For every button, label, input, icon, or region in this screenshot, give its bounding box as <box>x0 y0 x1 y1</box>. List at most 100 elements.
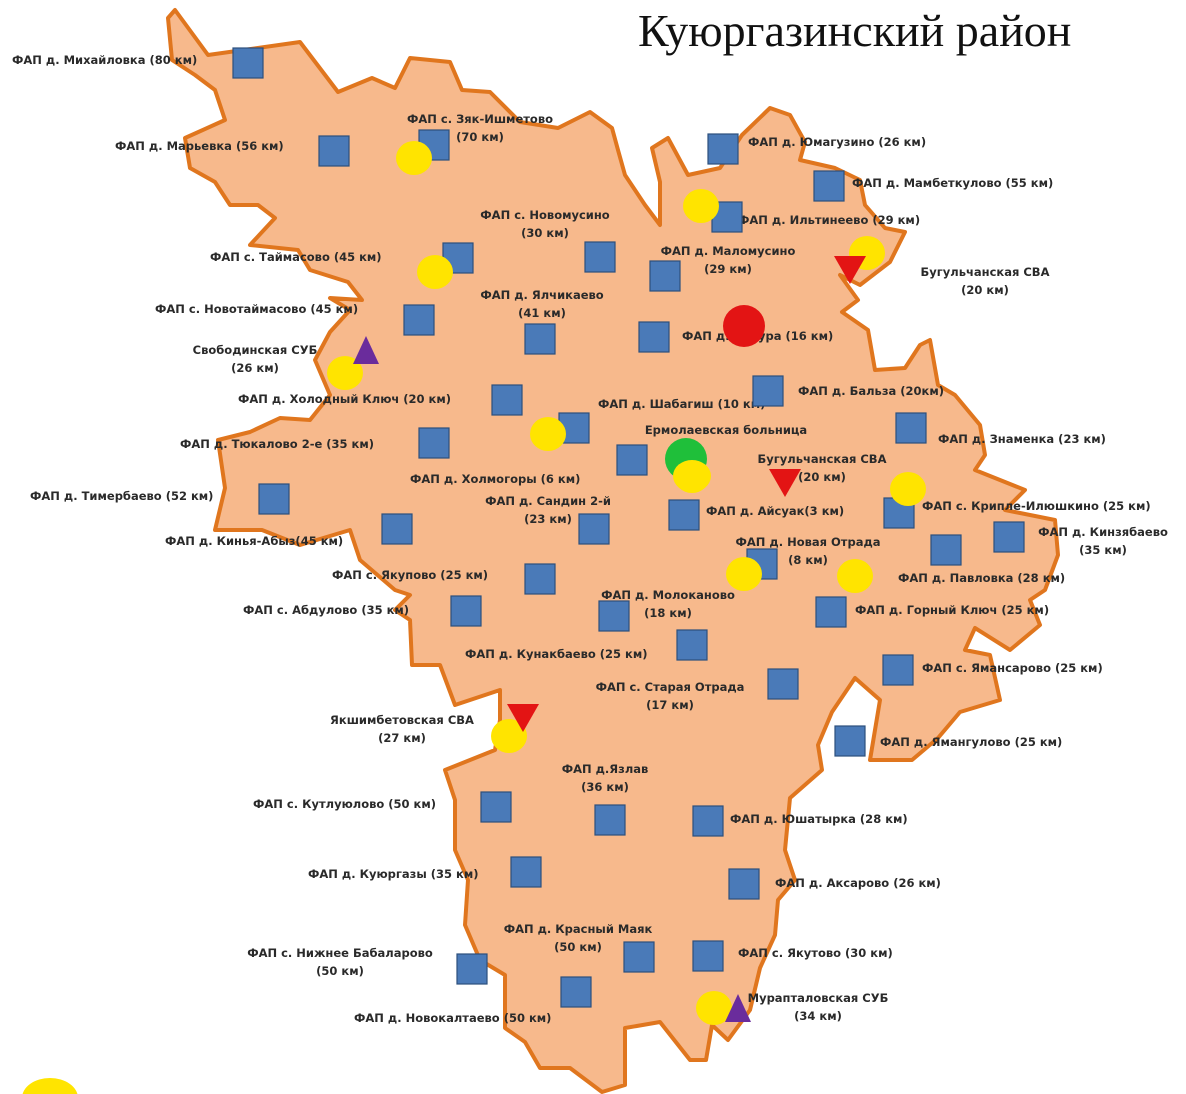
settlement-label: ФАП д.Язлав <box>562 762 649 776</box>
settlement-label: ФАП с. Нижнее Бабаларово <box>247 946 433 960</box>
settlement-label: ФАП д. Сандин 2-й <box>485 494 611 508</box>
settlement-label: ФАП с. Новотаймасово (45 км) <box>155 302 358 316</box>
settlement-label: (29 км) <box>704 262 752 276</box>
fap-square-icon <box>232 47 264 79</box>
settlement-label: ФАП д. Красный Маяк <box>504 922 653 936</box>
settlement-label: ФАП д. Холодный Ключ (20 км) <box>238 392 451 406</box>
settlement-label: (70 км) <box>456 130 504 144</box>
settlement-label: (20 км) <box>961 283 1009 297</box>
settlement-label: ФАП д. Кинзябаево <box>1038 525 1168 539</box>
settlement-label: ФАП д. Юшатырка (28 км) <box>730 812 908 826</box>
fap-square-icon <box>767 668 799 700</box>
settlement-label: ФАП с. Старая Отрада <box>596 680 745 694</box>
fap-square-icon <box>638 321 670 353</box>
settlement-label: ФАП с. Ямансарово (25 км) <box>922 661 1103 675</box>
settlement-label: ФАП д. Тимербаево (52 км) <box>30 489 213 503</box>
settlement-label: (41 км) <box>518 306 566 320</box>
yellow-circle-icon <box>491 719 527 753</box>
settlement-label: (18 км) <box>644 606 692 620</box>
fap-square-icon <box>578 513 610 545</box>
facility-markers <box>22 47 1025 1094</box>
settlement-label: Бугульчанская СВА <box>921 265 1050 279</box>
settlement-label: ФАП д. Холмогоры (6 км) <box>410 472 580 486</box>
fap-square-icon <box>882 654 914 686</box>
settlement-label: ФАП с. Таймасово (45 км) <box>210 250 382 264</box>
settlement-label: ФАП д. Михайловка (80 км) <box>12 53 197 67</box>
settlement-label: ФАП с. Зяк-Ишметово <box>407 112 553 126</box>
settlement-label: ФАП д. Ялчикаево <box>480 288 603 302</box>
settlement-label: ФАП д. Павловка (28 км) <box>898 571 1065 585</box>
fap-square-icon <box>752 375 784 407</box>
settlement-label: ФАП д. Аксарово (26 км) <box>775 876 941 890</box>
settlement-label: ФАП с. Крипле-Илюшкино (25 км) <box>922 499 1151 513</box>
fap-square-icon <box>676 629 708 661</box>
fap-square-icon <box>418 427 450 459</box>
settlement-label: ФАП д. Горный Ключ (25 км) <box>855 603 1049 617</box>
settlement-label: ФАП д. Юмагузино (26 км) <box>748 135 926 149</box>
settlement-label: ФАП д. Знаменка (23 км) <box>938 432 1106 446</box>
fap-square-icon <box>318 135 350 167</box>
red-triangle-down-icon <box>507 704 539 732</box>
settlement-label: (35 км) <box>1079 543 1127 557</box>
fap-square-icon <box>649 260 681 292</box>
settlement-label: Бугульчанская СВА <box>758 452 887 466</box>
fap-square-icon <box>560 976 592 1008</box>
settlement-label: ФАП д. Новая Отрада <box>735 535 880 549</box>
settlement-label: (23 км) <box>524 512 572 526</box>
settlement-label: (17 км) <box>646 698 694 712</box>
settlement-label: (50 км) <box>316 964 364 978</box>
fap-square-icon <box>584 241 616 273</box>
fap-square-icon <box>258 483 290 515</box>
settlement-label: Мурапталовская СУБ <box>748 991 889 1005</box>
fap-square-icon <box>456 953 488 985</box>
settlement-label: ФАП с. Абдулово (35 км) <box>243 603 409 617</box>
fap-square-icon <box>524 323 556 355</box>
settlement-label: ФАП д. Кинья-Абыз(45 км) <box>165 534 343 548</box>
settlement-label: ФАП д. Тюкалово 2-е (35 км) <box>180 437 374 451</box>
fap-square-icon <box>834 725 866 757</box>
settlement-label: ФАП с. Кутлуюлово (50 км) <box>253 797 436 811</box>
fap-square-icon <box>480 791 512 823</box>
yellow-circle-icon <box>673 460 711 492</box>
settlement-label: ФАП д. Маломусино <box>661 244 796 258</box>
settlement-label: ФАП д. Ямангулово (25 км) <box>880 735 1062 749</box>
fap-square-icon <box>403 304 435 336</box>
fap-square-icon <box>692 940 724 972</box>
fap-square-icon <box>510 856 542 888</box>
fap-square-icon <box>895 412 927 444</box>
settlement-label: (34 км) <box>794 1009 842 1023</box>
yellow-circle-icon <box>530 417 566 451</box>
settlement-label: (36 км) <box>581 780 629 794</box>
settlement-label: ФАП д. Ильтинеево (29 км) <box>738 213 920 227</box>
yellow-circle-icon <box>327 356 363 390</box>
fap-square-icon <box>930 534 962 566</box>
settlement-label: ФАП с. Якутово (30 км) <box>738 946 893 960</box>
fap-square-icon <box>598 600 630 632</box>
settlement-label: Ермолаевская больница <box>645 423 807 437</box>
fap-square-icon <box>993 521 1025 553</box>
settlement-label: ФАП д. Молоканово <box>601 588 735 602</box>
settlement-label: ФАП д. Марьевка (56 км) <box>115 139 284 153</box>
fap-square-icon <box>491 384 523 416</box>
settlement-label: (27 км) <box>378 731 426 745</box>
fap-square-icon <box>594 804 626 836</box>
yellow-circle-icon <box>696 991 732 1025</box>
fap-square-icon <box>616 444 648 476</box>
yellow-circle-icon <box>837 559 873 593</box>
settlement-label: ФАП с. Новомусино <box>480 208 610 222</box>
settlement-label: ФАП д. Айсуак(3 км) <box>706 504 844 518</box>
purple-triangle-up-icon <box>725 994 751 1022</box>
settlement-label: ФАП с. Якупово (25 км) <box>332 568 488 582</box>
settlement-label: Якшимбетовская СВА <box>330 713 474 727</box>
fap-square-icon <box>692 805 724 837</box>
fap-square-icon <box>623 941 655 973</box>
settlement-label: (8 км) <box>788 553 828 567</box>
settlement-label: (26 км) <box>231 361 279 375</box>
settlement-label: ФАП д. Куюргазы (35 км) <box>308 867 478 881</box>
settlement-label: (30 км) <box>521 226 569 240</box>
fap-square-icon <box>728 868 760 900</box>
yellow-circle-icon <box>890 472 926 506</box>
settlement-label: ФАП д. Мамбеткулово (55 км) <box>852 176 1053 190</box>
yellow-circle-icon <box>726 557 762 591</box>
